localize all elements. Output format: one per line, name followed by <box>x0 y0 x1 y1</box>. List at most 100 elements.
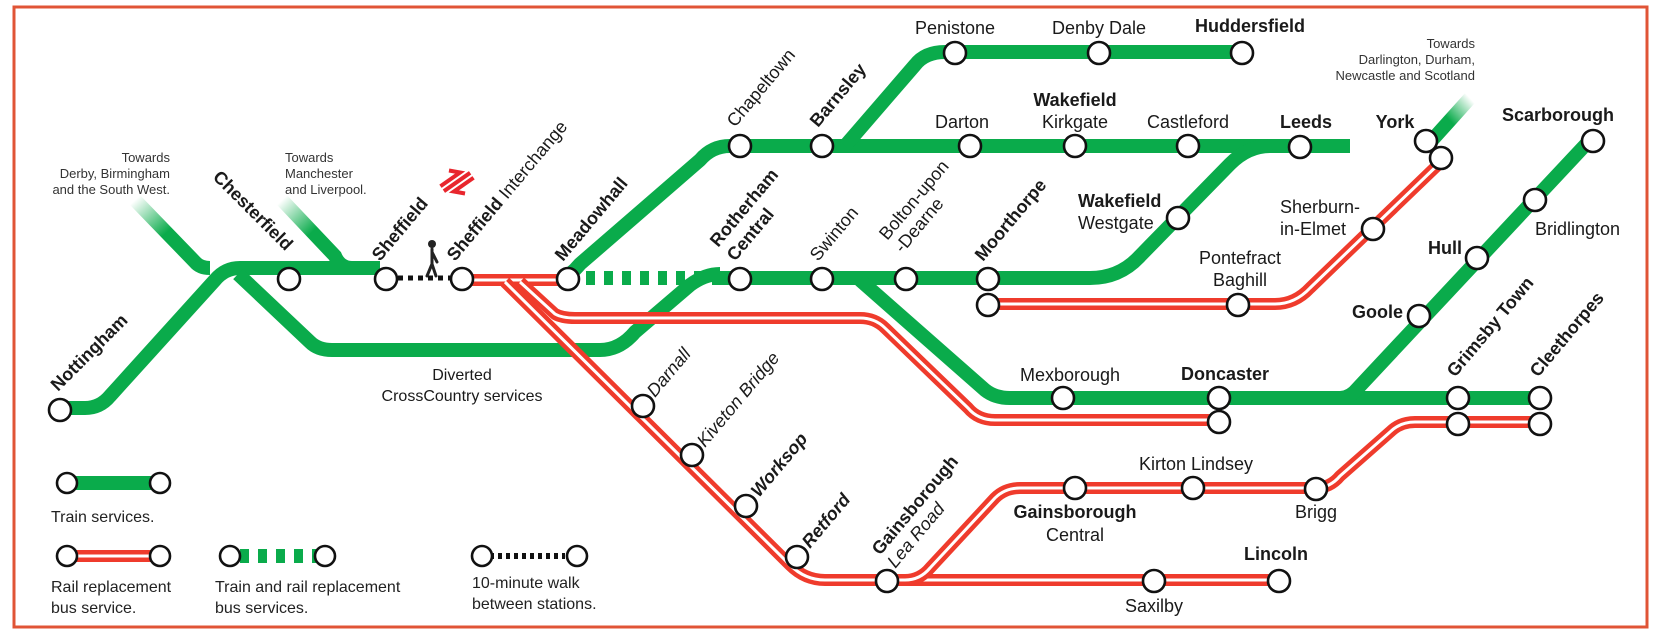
label-pontefract-baghill: Pontefract Baghill <box>1199 248 1281 290</box>
station-marker-chesterfield[interactable] <box>276 266 302 292</box>
station-marker-rotherham-central[interactable] <box>727 266 753 292</box>
station-marker-kiveton-bridge[interactable] <box>679 442 705 468</box>
national-rail-logo-icon <box>439 168 475 196</box>
station-marker-leeds[interactable] <box>1287 134 1313 160</box>
station-marker-moorthorpe[interactable] <box>975 266 1001 292</box>
station-marker-sherburn-in-elmet[interactable] <box>1360 216 1386 242</box>
label-chapeltown: Chapeltown <box>723 45 799 131</box>
station-marker-doncaster[interactable] <box>1206 385 1232 411</box>
legend-mixed: Train and rail replacement bus services. <box>215 544 401 617</box>
station-marker-darnall[interactable] <box>630 393 656 419</box>
label-sheffield: Sheffield <box>368 193 432 264</box>
station-marker-york[interactable] <box>1413 128 1439 154</box>
label-kiveton-bridge: Kiveton Bridge <box>693 348 784 451</box>
label-wakefield-kirkgate: Wakefield Kirkgate <box>1033 90 1116 132</box>
svg-text:bus service.: bus service. <box>51 600 136 617</box>
bus-gainsborough-cleethorpes <box>904 416 1545 586</box>
svg-text:Train services.: Train services. <box>51 509 154 526</box>
label-leeds: Leeds <box>1280 112 1332 132</box>
station-marker-sheffield[interactable] <box>373 266 399 292</box>
station-marker-bridlington[interactable] <box>1522 187 1548 213</box>
station-marker-mexborough[interactable] <box>1050 385 1076 411</box>
station-marker-hull[interactable] <box>1464 245 1490 271</box>
label-scarborough: Scarborough <box>1502 105 1614 125</box>
svg-text:Diverted: Diverted <box>432 367 492 384</box>
svg-text:Baghill: Baghill <box>1213 270 1267 290</box>
label-york: York <box>1376 112 1416 132</box>
bus-sheffield-doncaster <box>515 277 1215 426</box>
station-marker-saxilby[interactable] <box>1141 568 1167 594</box>
station-marker-penistone[interactable] <box>942 40 968 66</box>
legend-train: Train services. <box>51 471 172 526</box>
label-bolton-upon-dearne: Bolton-upon -Dearne <box>875 156 953 256</box>
station-marker-cleethorpes-bus[interactable] <box>1527 411 1553 437</box>
svg-text:CrossCountry services: CrossCountry services <box>382 388 543 405</box>
station-marker-brigg[interactable] <box>1303 476 1329 502</box>
label-cleethorpes: Cleethorpes <box>1526 288 1608 381</box>
station-marker-meadowhall[interactable] <box>555 266 581 292</box>
station-marker-bolton-upon-dearne[interactable] <box>893 266 919 292</box>
station-marker-barnsley[interactable] <box>809 133 835 159</box>
label-worksop: Worksop <box>747 429 812 501</box>
station-marker-grimsby-town[interactable] <box>1445 385 1471 411</box>
svg-text:and the South West.: and the South West. <box>52 182 170 197</box>
station-marker-goole[interactable] <box>1406 303 1432 329</box>
svg-text:Towards: Towards <box>285 150 334 165</box>
label-wakefield-westgate: Wakefield Westgate <box>1078 191 1161 233</box>
station-marker-worksop[interactable] <box>733 493 759 519</box>
svg-text:between stations.: between stations. <box>472 596 597 613</box>
station-marker-kirton-lindsey[interactable] <box>1180 475 1206 501</box>
svg-text:bus services.: bus services. <box>215 600 308 617</box>
label-darnall: Darnall <box>643 343 696 400</box>
note-crosscountry: Diverted CrossCountry services <box>382 367 543 405</box>
svg-text:Gainsborough: Gainsborough <box>1014 502 1137 522</box>
label-mexborough: Mexborough <box>1020 365 1120 385</box>
label-kirton-lindsey: Kirton Lindsey <box>1139 454 1253 474</box>
legend-bus: Rail replacement bus service. <box>51 544 172 617</box>
station-marker-lincoln[interactable] <box>1266 568 1292 594</box>
label-retford: Retford <box>798 489 855 552</box>
label-brigg: Brigg <box>1295 502 1337 522</box>
legend: Train services. Rail replacement bus ser… <box>51 471 597 617</box>
station-marker-castleford[interactable] <box>1175 133 1201 159</box>
station-marker-darton[interactable] <box>957 133 983 159</box>
label-gainsborough-lea-road: Gainsborough Lea Road <box>868 451 962 571</box>
svg-text:Darlington, Durham,: Darlington, Durham, <box>1359 52 1475 67</box>
station-marker-moorthorpe-bus[interactable] <box>975 292 1001 318</box>
station-marker-nottingham[interactable] <box>47 397 73 423</box>
line-swinton-cleethorpes <box>855 274 1545 405</box>
line-crosscountry-diversion <box>233 267 721 357</box>
bus-moorthorpe-york <box>985 153 1450 310</box>
station-marker-grimsby-town-bus[interactable] <box>1445 411 1471 437</box>
station-marker-swinton[interactable] <box>809 266 835 292</box>
station-marker-pontefract-baghill[interactable] <box>1225 292 1251 318</box>
svg-text:Train and rail replacement: Train and rail replacement <box>215 579 401 596</box>
station-marker-huddersfield[interactable] <box>1229 40 1255 66</box>
svg-text:Wakefield: Wakefield <box>1033 90 1116 110</box>
legend-walk: 10-minute walk between stations. <box>470 544 597 613</box>
svg-text:Kirkgate: Kirkgate <box>1042 112 1108 132</box>
svg-text:Westgate: Westgate <box>1078 213 1154 233</box>
station-marker-retford[interactable] <box>784 544 810 570</box>
station-marker-denby-dale[interactable] <box>1086 40 1112 66</box>
station-marker-sheffield-interchange[interactable] <box>449 266 475 292</box>
svg-text:Wakefield: Wakefield <box>1078 191 1161 211</box>
station-marker-doncaster-bus[interactable] <box>1206 409 1232 435</box>
label-lincoln: Lincoln <box>1244 544 1308 564</box>
station-marker-scarborough[interactable] <box>1580 128 1606 154</box>
station-marker-chapeltown[interactable] <box>727 133 753 159</box>
svg-text:Towards: Towards <box>1427 36 1476 51</box>
station-marker-york-bus[interactable] <box>1428 145 1454 171</box>
station-marker-wakefield-kirkgate[interactable] <box>1062 133 1088 159</box>
station-marker-gainsborough-lea-road[interactable] <box>874 568 900 594</box>
label-swinton: Swinton <box>806 203 862 265</box>
note-towards-north: Towards Darlington, Durham, Newcastle an… <box>1336 36 1476 83</box>
svg-text:and Liverpool.: and Liverpool. <box>285 182 367 197</box>
label-moorthorpe: Moorthorpe <box>971 175 1051 264</box>
station-marker-wakefield-westgate[interactable] <box>1165 205 1191 231</box>
line-towards-derby <box>129 195 211 275</box>
station-marker-cleethorpes[interactable] <box>1527 385 1553 411</box>
note-towards-manchester: Towards Manchester and Liverpool. <box>285 150 367 197</box>
station-marker-gainsborough-central[interactable] <box>1062 475 1088 501</box>
svg-text:Central: Central <box>1046 525 1104 545</box>
